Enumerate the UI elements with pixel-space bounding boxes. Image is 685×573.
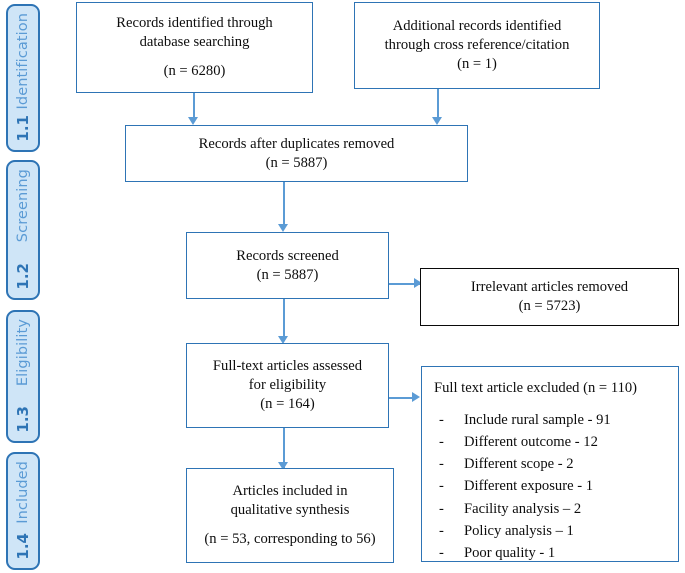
connector-duplicates-to-screened	[283, 182, 285, 226]
arrow-additional-to-duplicates	[432, 117, 442, 125]
node-line: Records identified through	[116, 14, 273, 31]
arrow-screened-to-irrelevant	[414, 278, 422, 288]
list-item-label: Facility analysis – 2	[464, 500, 582, 517]
list-item: - Different scope - 2	[434, 453, 611, 475]
node-line: Full-text articles assessed	[212, 358, 363, 375]
bullet-dash: -	[439, 545, 444, 561]
list-item: - Different exposure - 1	[434, 475, 611, 497]
arrow-screened-to-fulltext	[278, 336, 288, 344]
stage-number: 1.4	[14, 533, 32, 560]
list-item: - Poor quality - 1	[434, 542, 611, 564]
bullet-dash: -	[439, 478, 444, 495]
connector-fulltext-to-excluded	[389, 397, 416, 399]
node-records-screened[interactable]: Records screened (n = 5887)	[186, 232, 389, 299]
stage-tab-eligibility[interactable]: 1.3 Eligibility	[6, 310, 40, 443]
node-line: Additional records identified	[392, 18, 562, 35]
bullet-dash: -	[439, 411, 444, 428]
list-item-label: Different exposure - 1	[464, 478, 593, 495]
node-line: for eligibility	[248, 377, 327, 394]
connector-database-to-duplicates	[193, 92, 195, 119]
connector-screened-to-fulltext	[283, 299, 285, 338]
node-line: database searching	[139, 33, 250, 50]
bullet-dash: -	[439, 456, 444, 473]
connector-screened-to-irrelevant	[389, 283, 420, 285]
exclusion-title: Full text article excluded (n = 110)	[434, 380, 638, 396]
list-item-label: Policy analysis – 1	[464, 522, 574, 539]
node-line: Articles included in	[232, 482, 348, 499]
node-records-after-duplicates-removed[interactable]: Records after duplicates removed (n = 58…	[125, 125, 468, 182]
node-count: (n = 5887)	[256, 266, 319, 283]
connector-additional-to-duplicates	[437, 88, 439, 119]
stage-tab-included[interactable]: 1.4 Included	[6, 452, 40, 570]
node-fulltext-articles-assessed[interactable]: Full-text articles assessed for eligibil…	[186, 343, 389, 428]
stage-tab-screening[interactable]: 1.2 Screening	[6, 160, 40, 300]
stage-label: Eligibility	[15, 319, 31, 387]
node-count: (n = 164)	[260, 395, 315, 412]
node-line: through cross reference/citation	[384, 37, 570, 54]
stage-label: Included	[15, 461, 31, 524]
arrow-fulltext-to-excluded	[412, 392, 420, 402]
list-item: - Include rural sample - 91	[434, 409, 611, 431]
bullet-dash: -	[439, 434, 444, 451]
list-item-label: Poor quality - 1	[464, 545, 556, 561]
list-item-label: Include rural sample - 91	[464, 411, 611, 428]
stage-tab-identification[interactable]: 1.1 Identification	[6, 4, 40, 152]
node-fulltext-articles-excluded[interactable]: Full text article excluded (n = 110) - I…	[421, 366, 679, 562]
list-item: - Policy analysis – 1	[434, 520, 611, 542]
exclusion-reason-list: - Include rural sample - 91 - Different …	[434, 409, 611, 564]
bullet-dash: -	[439, 522, 444, 539]
connector-fulltext-to-included	[283, 428, 285, 468]
list-item: - Different outcome - 12	[434, 431, 611, 453]
node-line: Irrelevant articles removed	[470, 279, 629, 296]
arrow-database-to-duplicates	[188, 117, 198, 125]
stage-label: Identification	[15, 13, 31, 110]
node-count: (n = 53, corresponding to 56)	[204, 531, 376, 548]
node-articles-included-qualitative-synthesis[interactable]: Articles included in qualitative synthes…	[186, 468, 394, 563]
arrow-duplicates-to-screened	[278, 224, 288, 232]
node-count: (n = 5723)	[518, 298, 581, 314]
node-line: Records screened	[236, 247, 339, 264]
node-line: Records after duplicates removed	[198, 135, 395, 152]
node-irrelevant-articles-removed[interactable]: Irrelevant articles removed (n = 5723)	[420, 268, 679, 326]
stage-number: 1.2	[14, 263, 32, 290]
arrow-fulltext-to-included	[278, 462, 288, 470]
list-item-label: Different outcome - 12	[464, 434, 598, 451]
stage-number: 1.1	[14, 115, 32, 142]
node-records-identified-database[interactable]: Records identified through database sear…	[76, 2, 313, 93]
node-additional-records-identified[interactable]: Additional records identified through cr…	[354, 2, 600, 89]
stage-label: Screening	[15, 169, 31, 243]
node-count: (n = 5887)	[265, 154, 328, 171]
list-item-label: Different scope - 2	[464, 456, 574, 473]
bullet-dash: -	[439, 500, 444, 517]
node-count: (n = 6280)	[163, 63, 226, 80]
node-count: (n = 1)	[457, 55, 497, 72]
stage-number: 1.3	[14, 406, 32, 433]
node-line: qualitative synthesis	[230, 501, 350, 518]
list-item: - Facility analysis – 2	[434, 498, 611, 520]
